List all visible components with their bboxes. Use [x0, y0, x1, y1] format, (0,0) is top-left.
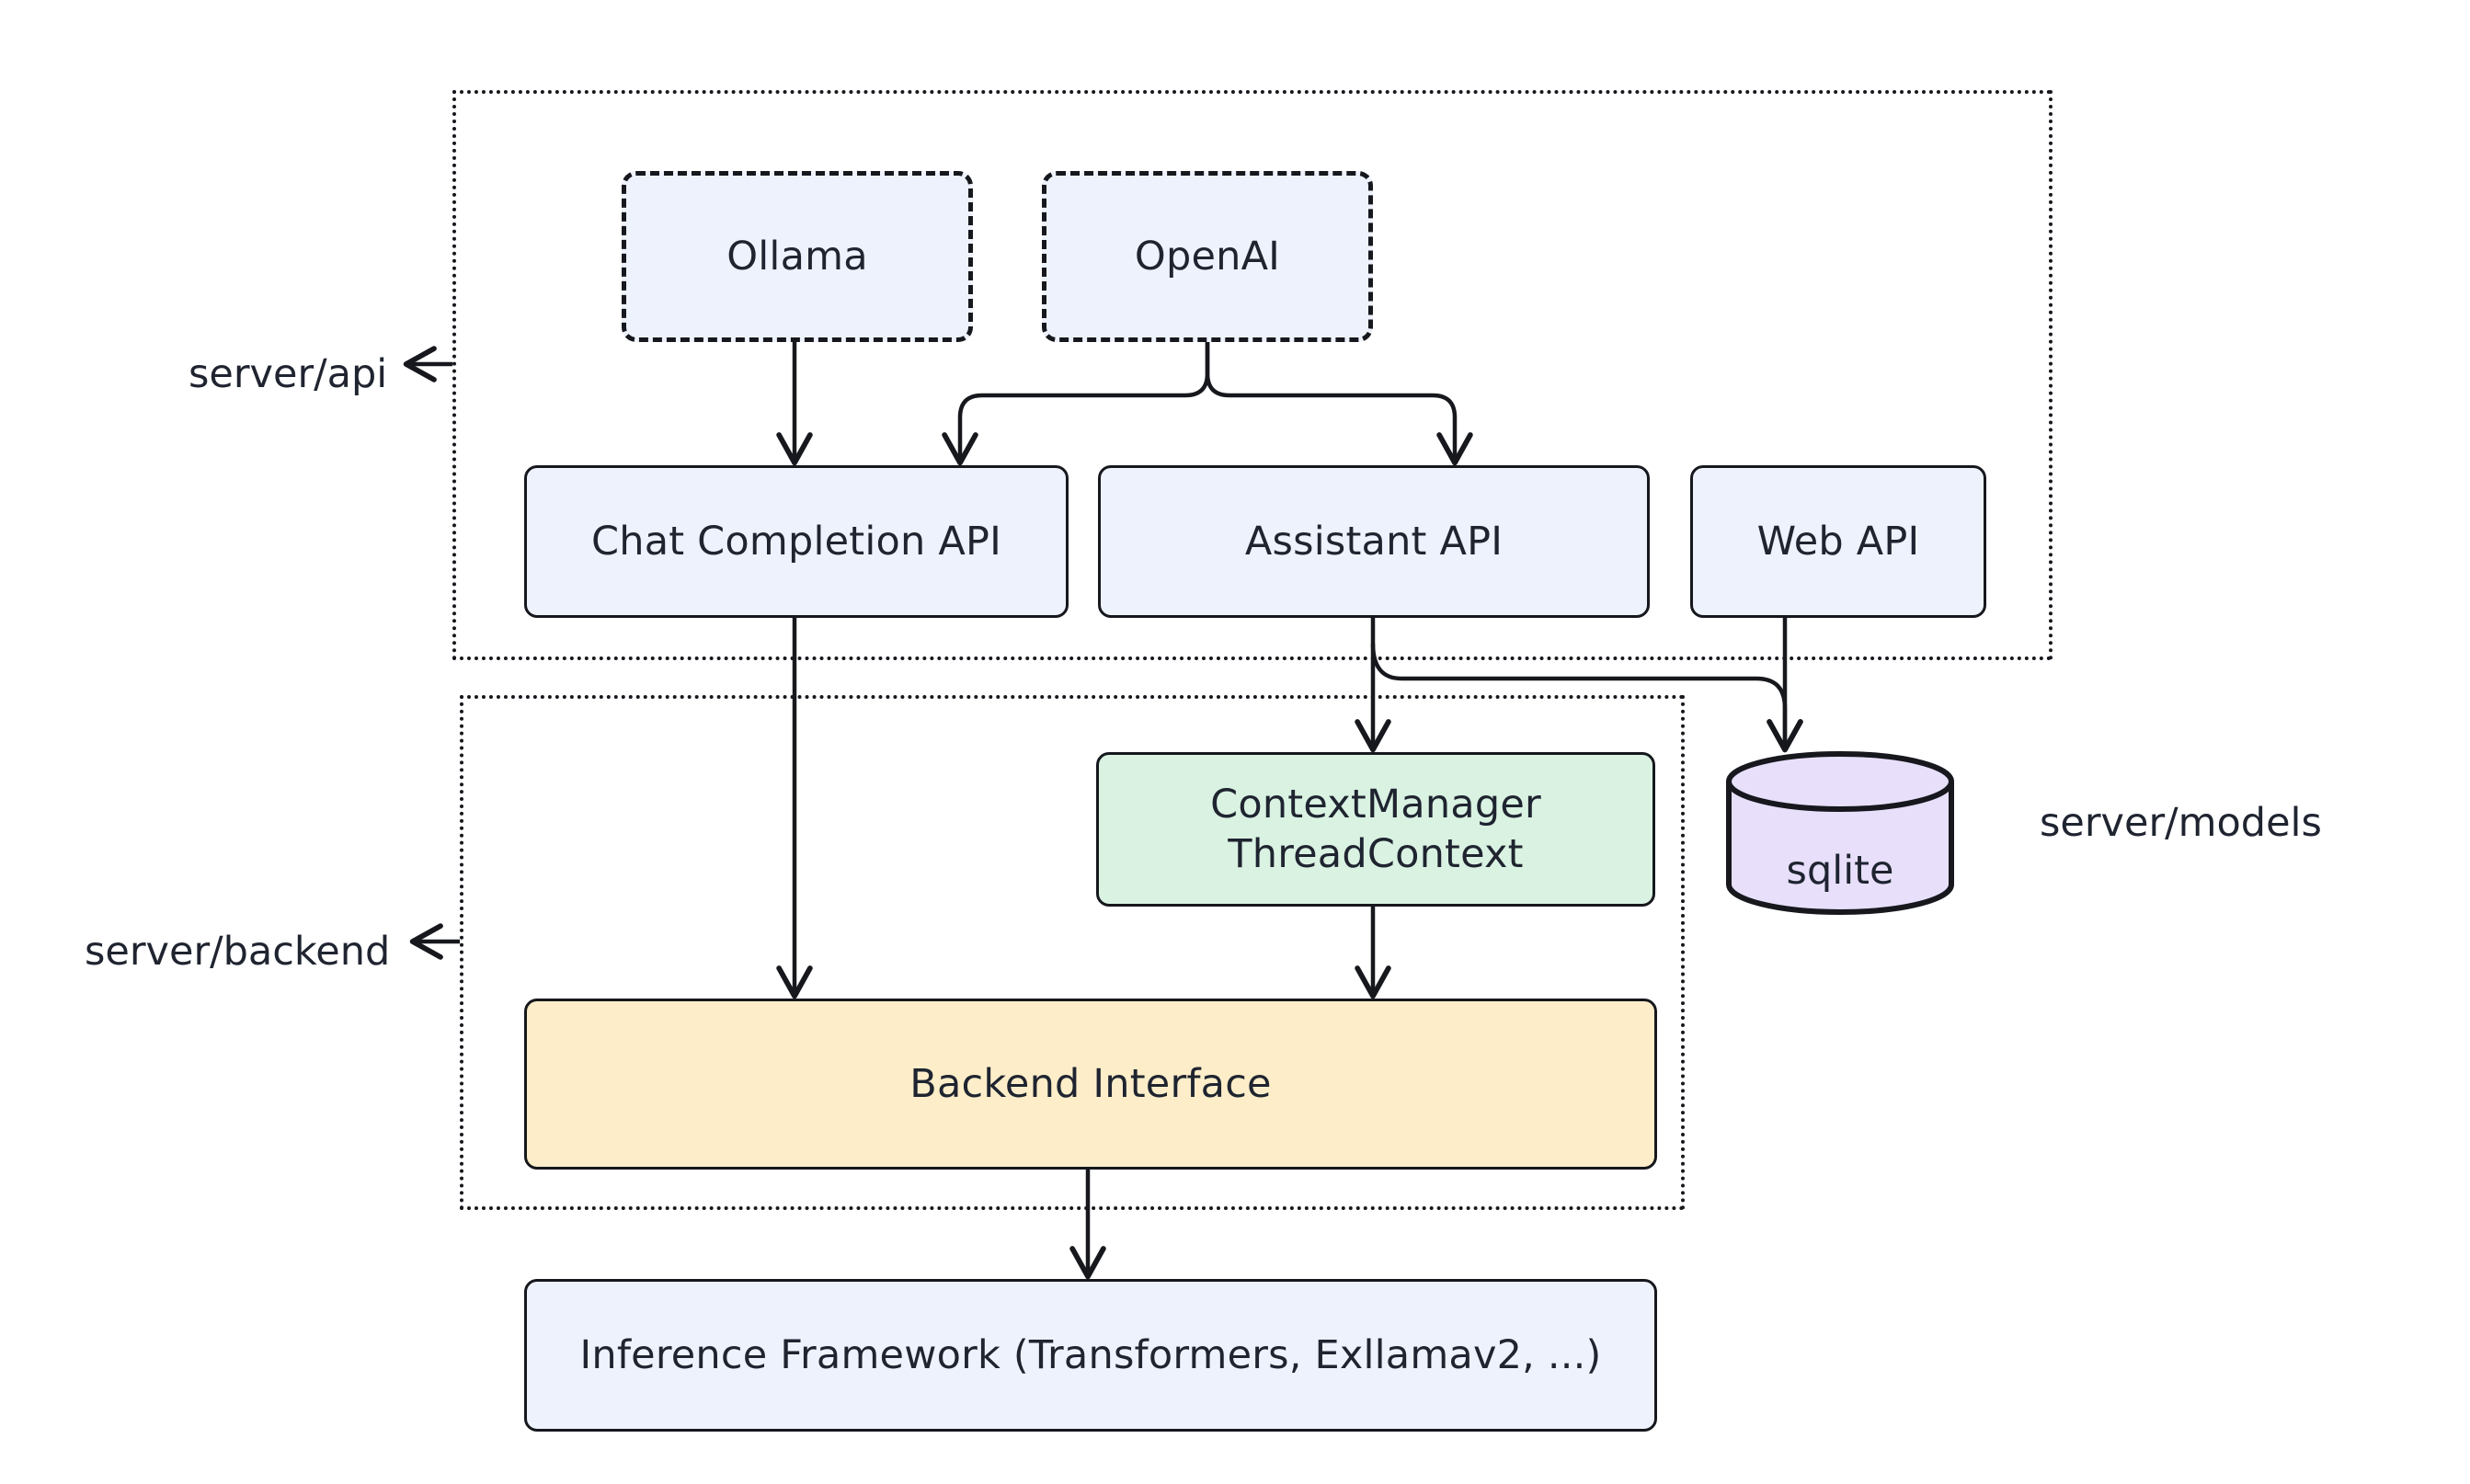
group-label-server-models-text: server/models: [2040, 800, 2322, 846]
node-ollama[interactable]: Ollama: [622, 171, 973, 342]
node-web-api[interactable]: Web API: [1690, 465, 1986, 618]
group-server-api: [452, 90, 2053, 660]
node-ollama-label: Ollama: [726, 233, 868, 280]
group-label-server-backend-text: server/backend: [85, 929, 391, 975]
node-backend-interface[interactable]: Backend Interface: [524, 999, 1657, 1170]
sqlite-body: [1726, 779, 1954, 915]
node-openai[interactable]: OpenAI: [1042, 171, 1373, 342]
node-context-manager-label-line1: ContextManager: [1210, 781, 1541, 828]
node-inference-framework-label: Inference Framework (Transformers, Exlla…: [579, 1331, 1602, 1378]
node-sqlite-label-wrap: sqlite: [1725, 848, 1955, 894]
group-server-backend: [460, 695, 1685, 1210]
node-openai-label: OpenAI: [1134, 233, 1281, 280]
group-label-server-models: server/models: [2040, 800, 2322, 846]
node-chat-completion-api-label: Chat Completion API: [591, 518, 1001, 565]
node-context-manager-label: ContextManager ThreadContext: [1099, 780, 1652, 879]
node-inference-framework[interactable]: Inference Framework (Transformers, Exlla…: [524, 1279, 1657, 1432]
node-assistant-api[interactable]: Assistant API: [1098, 465, 1650, 618]
node-assistant-api-label: Assistant API: [1244, 518, 1504, 565]
node-backend-interface-label: Backend Interface: [909, 1060, 1272, 1107]
group-label-server-backend: server/backend: [85, 929, 390, 975]
node-chat-completion-api[interactable]: Chat Completion API: [524, 465, 1069, 618]
node-sqlite[interactable]: sqlite: [1725, 751, 1955, 915]
node-context-manager-label-line2: ThreadContext: [1228, 831, 1524, 877]
node-sqlite-label: sqlite: [1786, 848, 1894, 894]
node-web-api-label: Web API: [1756, 518, 1920, 565]
node-context-manager[interactable]: ContextManager ThreadContext: [1096, 752, 1655, 907]
group-label-server-api: server/api: [189, 351, 387, 397]
sqlite-top-ellipse: [1726, 751, 1954, 812]
group-label-server-api-text: server/api: [189, 351, 388, 397]
